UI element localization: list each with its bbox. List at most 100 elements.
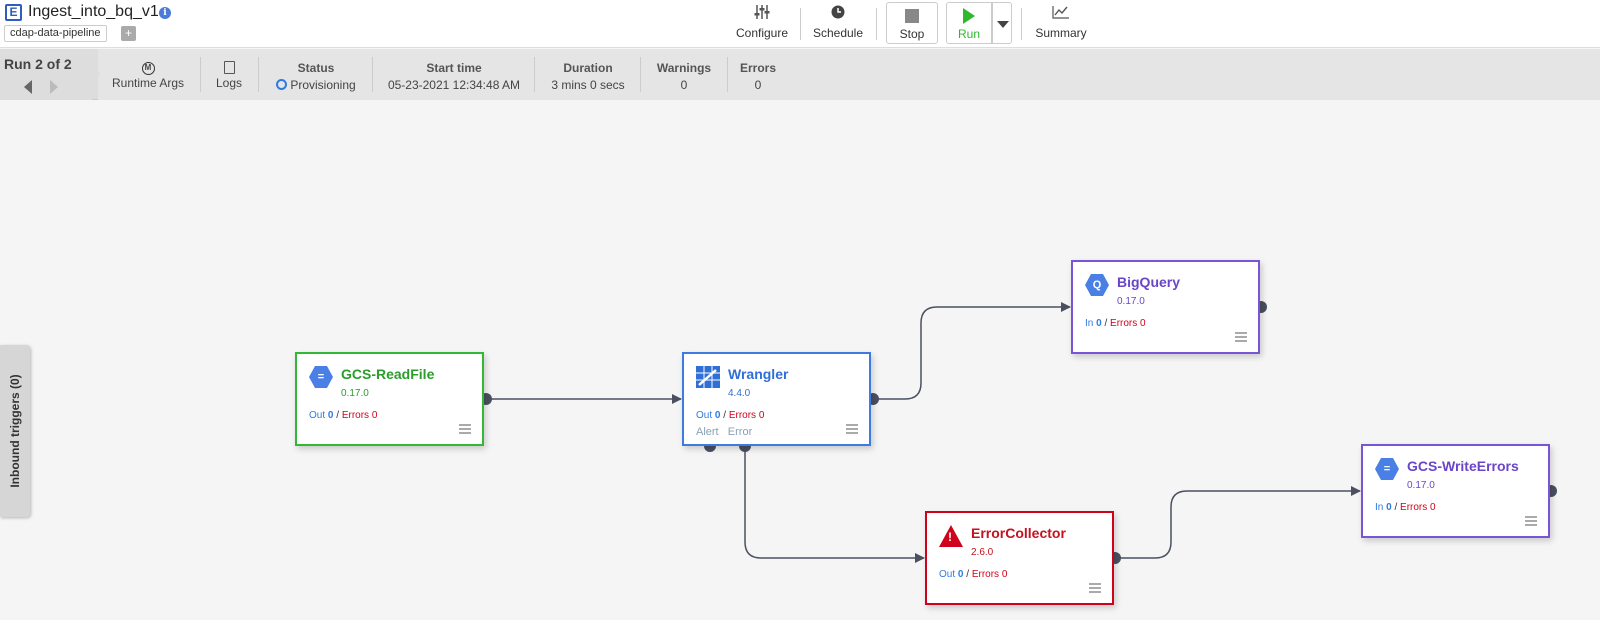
node-bigquery[interactable]: Q BigQuery 0.17.0 In 0 / Errors 0	[1071, 260, 1260, 354]
toolbar-divider	[800, 8, 801, 40]
edge-wrangler-errorcollector[interactable]	[744, 446, 925, 563]
errors-label: Errors	[728, 410, 757, 421]
sliders-icon	[732, 0, 792, 26]
logs-label: Logs	[215, 76, 243, 90]
pipeline-tag: cdap-data-pipeline	[4, 25, 107, 42]
metric-label: In	[1375, 502, 1384, 513]
run-button[interactable]: Run	[946, 2, 992, 44]
previous-run-icon[interactable]	[24, 80, 32, 94]
start-time-header: Start time	[426, 61, 482, 75]
runtime-args-label: Runtime Args	[111, 76, 185, 90]
node-menu-icon[interactable]	[1525, 514, 1537, 526]
provisioning-status-icon	[276, 79, 288, 90]
errors-value: 0	[1140, 318, 1146, 329]
toolbar-divider	[1021, 8, 1022, 40]
line-chart-icon	[1030, 0, 1092, 26]
node-menu-icon[interactable]	[459, 422, 471, 434]
node-version: 0.17.0	[1407, 480, 1435, 491]
node-gcs-readfile[interactable]: = GCS-ReadFile 0.17.0 Out 0 / Errors 0	[295, 352, 484, 446]
error-port-label: Error	[727, 426, 753, 438]
node-wrangler[interactable]: Wrangler 4.4.0 Out 0 / Errors 0 Alert Er…	[682, 352, 871, 446]
warning-icon: !	[939, 525, 963, 547]
metric-separator: /	[723, 410, 727, 421]
errors-label: Errors	[341, 410, 370, 421]
stop-button[interactable]: Stop	[886, 2, 938, 44]
errors-value: 0	[758, 410, 765, 421]
duration-header: Duration	[563, 61, 613, 75]
node-menu-icon[interactable]	[1089, 581, 1101, 593]
metric-label: In	[1085, 318, 1094, 329]
port-labels: Alert Error	[696, 426, 752, 438]
metric-value: 0	[714, 410, 721, 421]
node-menu-icon[interactable]	[846, 422, 858, 434]
warnings-column: Warnings 0	[648, 49, 720, 100]
metric-label: Out	[309, 410, 326, 421]
node-version: 2.6.0	[971, 547, 994, 558]
run-options-dropdown[interactable]	[992, 2, 1012, 44]
node-menu-icon[interactable]	[1235, 330, 1247, 342]
warnings-header: Warnings	[656, 61, 712, 75]
document-icon	[223, 61, 235, 74]
start-time-value: 05-23-2021 12:34:48 AM	[387, 78, 521, 92]
inbound-triggers-tab[interactable]: Inbound triggers (0)	[0, 345, 30, 517]
node-metrics: In 0 / Errors 0	[1085, 318, 1146, 329]
warnings-value: 0	[680, 78, 688, 92]
summary-label: Summary	[1035, 26, 1087, 40]
wrangler-icon	[696, 366, 720, 388]
stop-label: Stop	[899, 27, 925, 41]
node-gcs-writeerrors[interactable]: = GCS-WriteErrors 0.17.0 In 0 / Errors 0	[1361, 444, 1550, 538]
metric-value: 0	[327, 410, 334, 421]
caret-down-icon	[997, 21, 1009, 28]
node-metrics: Out 0 / Errors 0	[696, 410, 764, 421]
runtime-args-icon: M	[141, 62, 155, 75]
run-count: Run 2 of 2	[4, 56, 72, 72]
node-errorcollector[interactable]: ! ErrorCollector 2.6.0 Out 0 / Errors 0	[925, 511, 1114, 605]
gcs-icon: =	[1375, 458, 1399, 480]
metric-value: 0	[957, 569, 964, 580]
bigquery-icon: Q	[1085, 274, 1109, 296]
metric-value: 0	[1386, 502, 1392, 513]
top-bar: E Ingest_into_bq_v1 i cdap-data-pipeline…	[0, 0, 1600, 48]
duration-value: 3 mins 0 secs	[551, 78, 625, 92]
edge-errorcollector-writeerrors[interactable]	[1115, 486, 1361, 559]
node-name: Wrangler	[728, 366, 789, 382]
run-navigator: Run 2 of 2	[0, 49, 92, 100]
node-name: GCS-WriteErrors	[1407, 458, 1519, 474]
run-bar-divider	[640, 57, 641, 92]
start-time-column: Start time 05-23-2021 12:34:48 AM	[380, 49, 528, 100]
edge-wrangler-bigquery[interactable]	[873, 302, 1071, 400]
app-logo-icon: E	[5, 4, 22, 21]
play-icon	[947, 3, 991, 27]
run-navigator-notch	[88, 49, 100, 100]
configure-label: Configure	[735, 26, 789, 40]
runtime-args-button[interactable]: M Runtime Args	[108, 49, 188, 100]
metric-separator: /	[1104, 318, 1108, 329]
node-name: ErrorCollector	[971, 525, 1066, 541]
status-value: Provisioning	[290, 78, 356, 92]
logs-button[interactable]: Logs	[208, 49, 250, 100]
alert-port-label: Alert	[696, 426, 719, 438]
summary-button[interactable]: Summary	[1030, 0, 1092, 48]
run-label: Run	[957, 27, 980, 41]
node-metrics: Out 0 / Errors 0	[309, 410, 377, 421]
errors-column: Errors 0	[732, 49, 784, 100]
node-metrics: In 0 / Errors 0	[1375, 502, 1436, 513]
schedule-label: Schedule	[812, 26, 864, 40]
add-tag-button[interactable]: +	[121, 26, 136, 41]
run-details	[98, 49, 1600, 100]
warning-glyph: !	[948, 530, 952, 544]
gcs-icon: =	[309, 366, 333, 388]
next-run-icon[interactable]	[50, 80, 58, 94]
info-icon[interactable]: i	[159, 7, 171, 19]
configure-button[interactable]: Configure	[732, 0, 792, 48]
stop-icon	[887, 3, 937, 27]
node-name: GCS-ReadFile	[341, 366, 435, 382]
schedule-button[interactable]: Schedule	[808, 0, 868, 48]
node-name: BigQuery	[1117, 274, 1181, 290]
status-header: Status	[297, 61, 335, 75]
toolbar-divider	[876, 8, 877, 40]
errors-value: 0	[371, 410, 378, 421]
node-version: 0.17.0	[341, 388, 369, 399]
run-bar-divider	[727, 57, 728, 92]
